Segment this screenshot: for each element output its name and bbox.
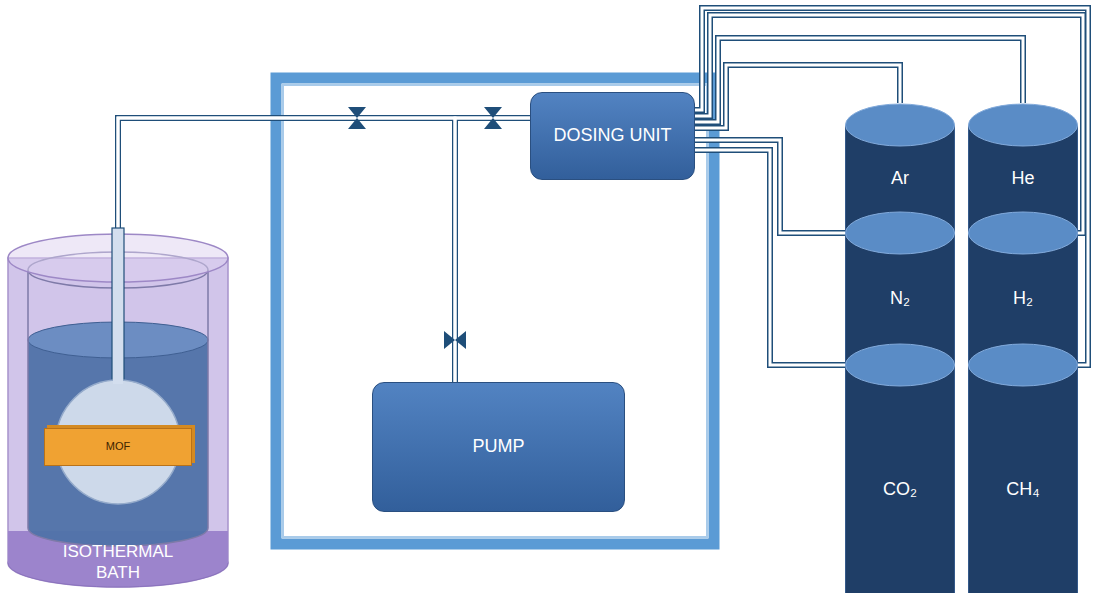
node-label: PUMP xyxy=(472,436,524,458)
cylinder-outline xyxy=(845,103,955,211)
cylinder-body xyxy=(845,365,955,593)
pipe-core xyxy=(695,15,1083,233)
cylinder-edge xyxy=(954,125,955,233)
instrument-frame xyxy=(276,78,714,544)
cylinder-top xyxy=(969,104,1078,146)
gas-pipe xyxy=(455,118,530,382)
gas-cylinder: He xyxy=(968,103,1078,211)
node-label: DOSING UNIT xyxy=(553,125,671,147)
node-label: H₂ xyxy=(1013,288,1033,310)
cylinder-outline xyxy=(968,211,1078,343)
cylinder-top xyxy=(846,104,955,146)
cylinder-edge xyxy=(845,125,846,233)
valve-symbol xyxy=(444,331,466,349)
pipe-core xyxy=(455,118,530,382)
cylinder-edge xyxy=(954,233,955,365)
pipe-core xyxy=(695,38,1023,122)
node-label: CH₄ xyxy=(1006,479,1039,501)
gas-cylinder: H₂ xyxy=(968,211,1078,343)
pipe-core xyxy=(695,150,845,365)
gas-cylinder: CH₄ xyxy=(968,343,1078,593)
gas-pipe xyxy=(695,15,1083,233)
cylinder-edge xyxy=(1077,233,1078,365)
gas-cylinder: Ar xyxy=(845,103,955,211)
pump-box: PUMP xyxy=(372,382,625,512)
flask-neck xyxy=(112,228,124,388)
cylinder-edge xyxy=(845,365,846,593)
gas-pipe xyxy=(695,38,1023,122)
node-label: CO₂ xyxy=(883,479,917,501)
node-label: ISOTHERMAL BATH xyxy=(48,542,188,583)
cylinder-edge xyxy=(1077,365,1078,593)
gas-pipe xyxy=(695,8,1088,365)
cylinder-edge xyxy=(968,365,969,593)
cylinder-edge xyxy=(954,365,955,593)
cylinder-top xyxy=(969,344,1078,386)
cylinder-outline xyxy=(968,103,1078,211)
gas-pipe xyxy=(695,150,845,365)
isothermal-bath: MOF ISOTHERMAL BATH xyxy=(0,228,236,593)
cylinder-top xyxy=(969,212,1078,254)
gas-pipe xyxy=(118,118,530,228)
pipe-core xyxy=(695,8,1088,365)
node-label: Ar xyxy=(891,168,909,190)
cylinder-edge xyxy=(968,233,969,365)
node-label: MOF xyxy=(48,440,188,453)
pipe-core xyxy=(118,118,530,228)
cylinder-outline xyxy=(845,211,955,343)
dosing-unit: DOSING UNIT xyxy=(530,92,695,180)
instrument-frame-inner xyxy=(283,85,707,537)
cylinder-edge xyxy=(968,125,969,233)
cylinder-edge xyxy=(845,233,846,365)
sample-block: MOF xyxy=(44,428,192,466)
bath-outline xyxy=(0,228,236,593)
gas-cylinder: N₂ xyxy=(845,211,955,343)
cylinder-edge xyxy=(1077,125,1078,233)
node-label: N₂ xyxy=(890,288,910,310)
flask-neck-join xyxy=(113,376,123,384)
cylinder-top xyxy=(846,344,955,386)
cylinder-outline xyxy=(845,343,955,593)
valve-symbol xyxy=(484,107,502,129)
cylinder-top xyxy=(846,212,955,254)
cylinder-outline xyxy=(968,343,1078,593)
cylinder-body xyxy=(968,365,1078,593)
node-label: He xyxy=(1011,168,1034,190)
valve-symbol xyxy=(348,107,366,129)
gas-cylinder: CO₂ xyxy=(845,343,955,593)
